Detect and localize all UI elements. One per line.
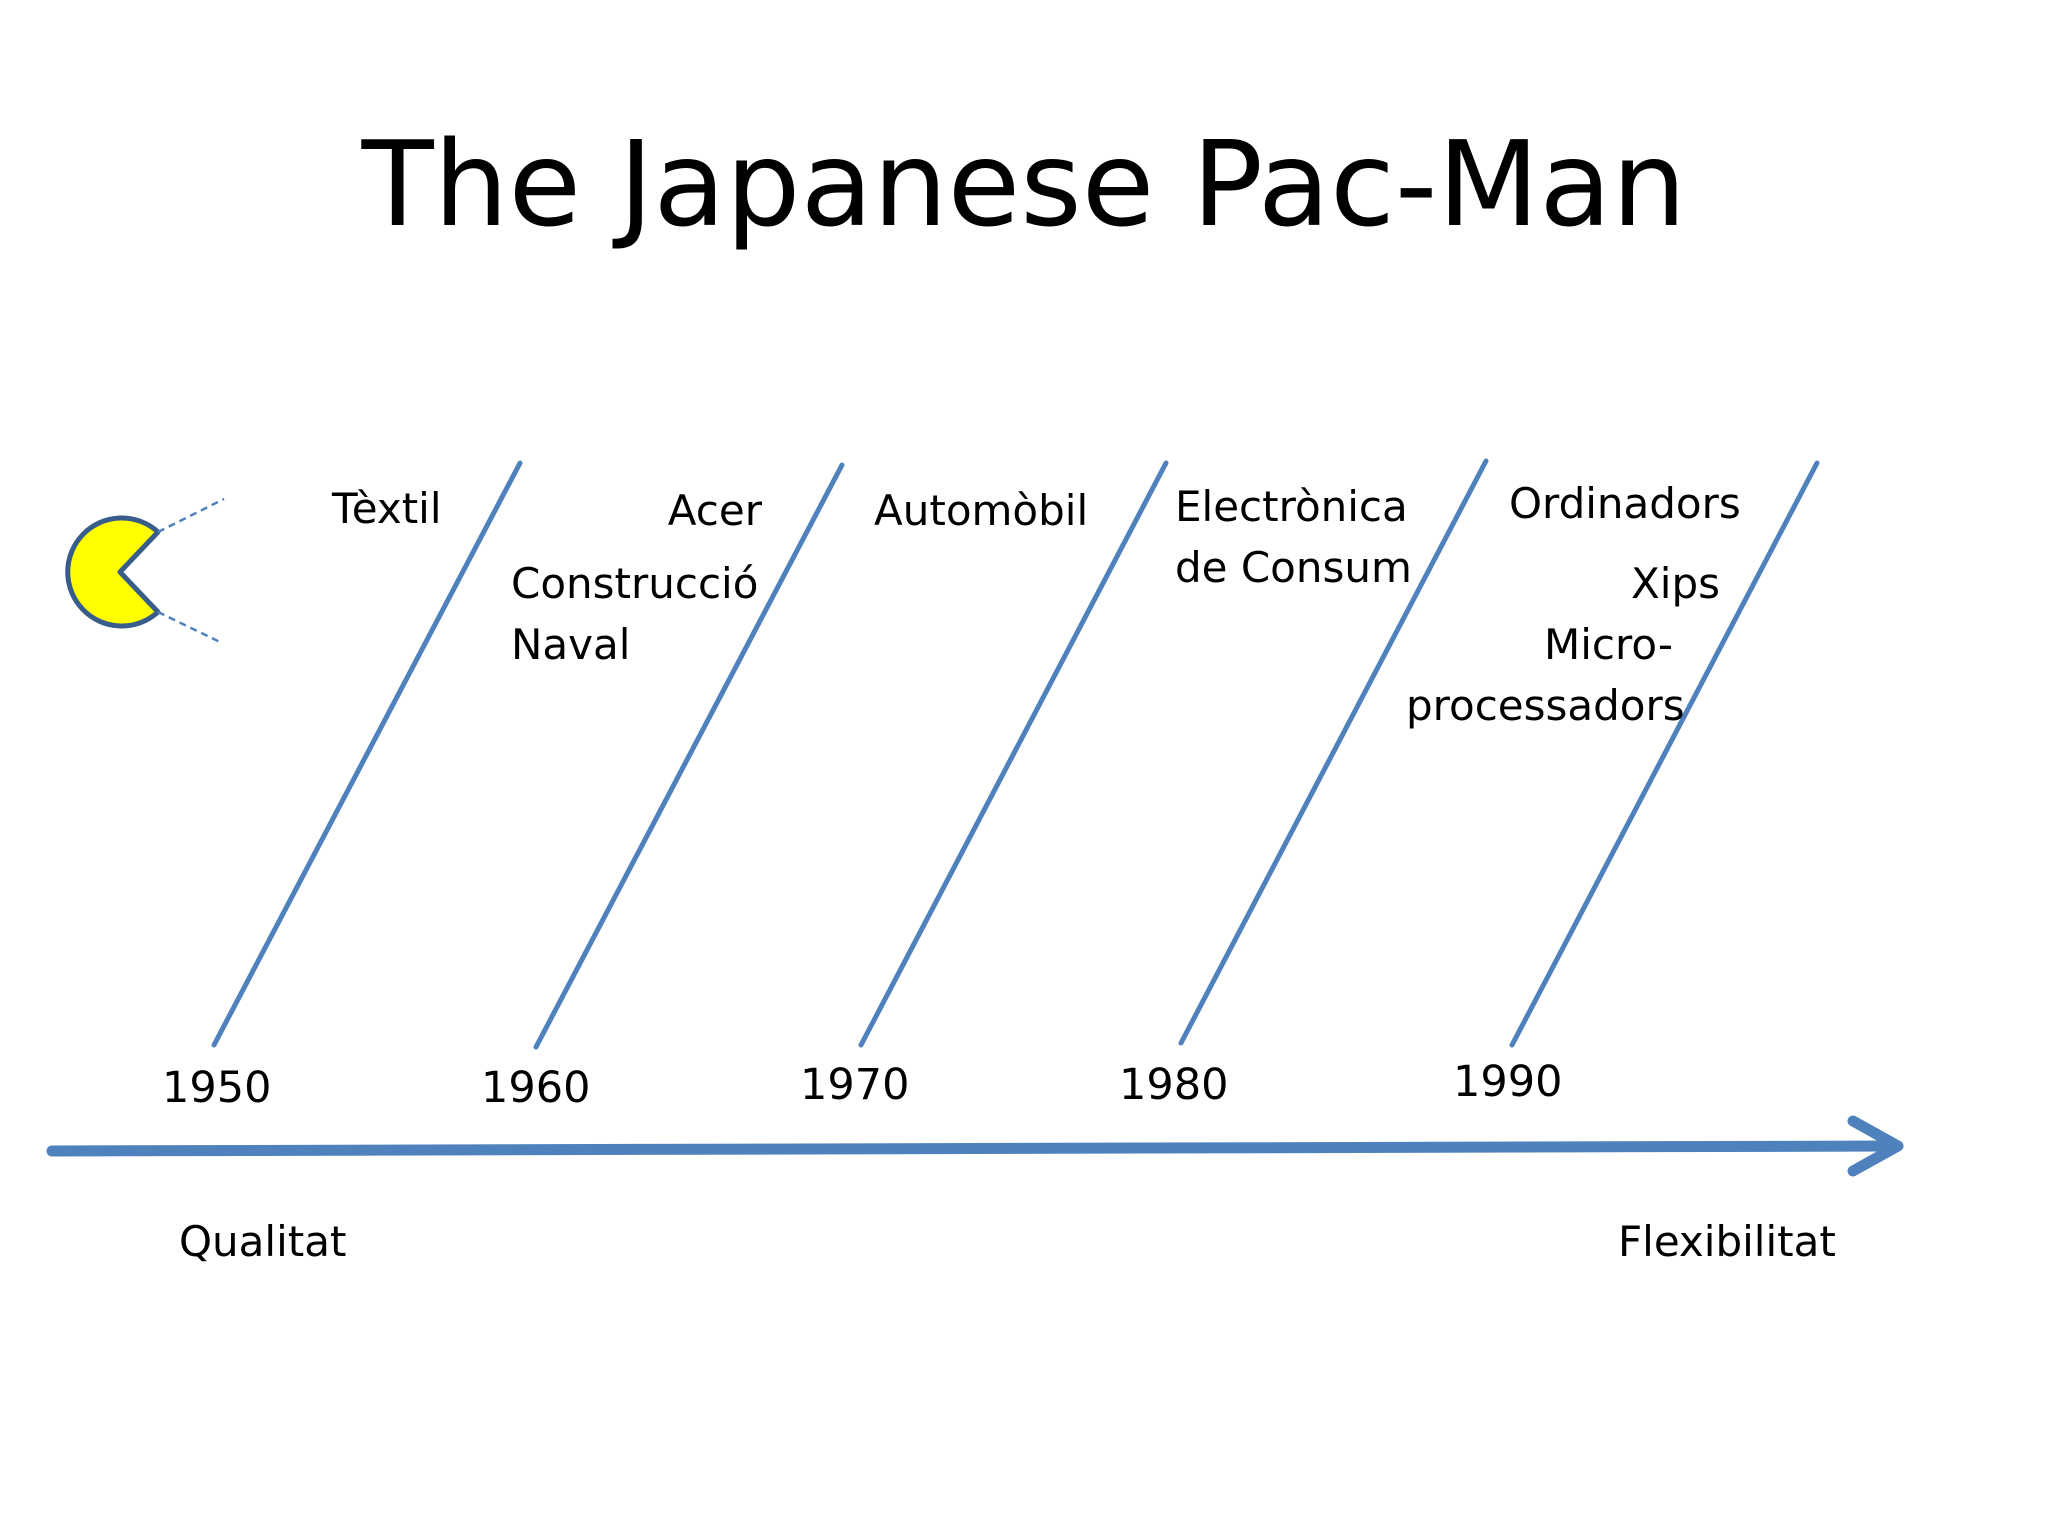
industry-xips: Xips — [1631, 559, 1720, 608]
industry-micro: Micro- — [1544, 620, 1673, 669]
industry-processadors: processadors — [1406, 681, 1685, 730]
axis-start-label: Qualitat — [179, 1217, 347, 1266]
year-label-1970: 1970 — [800, 1060, 910, 1110]
industry-electronica: Electrònica — [1175, 482, 1408, 531]
industry-de-consum: de Consum — [1175, 543, 1412, 592]
industry-automobil: Automòbil — [874, 486, 1089, 535]
industry-naval: Naval — [511, 620, 631, 669]
era-line-1980 — [1178, 458, 1489, 1046]
era-line-1960 — [533, 462, 845, 1050]
industry-textil: Tèxtil — [332, 484, 442, 533]
axis-end-label: Flexibilitat — [1618, 1217, 1836, 1266]
year-label-1990: 1990 — [1453, 1057, 1563, 1107]
pacman-icon — [65, 497, 225, 645]
era-line-1950 — [211, 460, 523, 1048]
industry-ordinadors: Ordinadors — [1509, 479, 1741, 528]
era-line-1970 — [858, 460, 1169, 1048]
era-line-1990 — [1509, 460, 1820, 1048]
industry-construccio: Construcció — [511, 559, 759, 608]
era-separator-lines — [211, 458, 1820, 1050]
industry-acer: Acer — [667, 486, 762, 535]
slide-title: The Japanese Pac-Man — [361, 115, 1687, 253]
year-label-1980: 1980 — [1119, 1060, 1229, 1110]
time-axis-arrow — [46, 1115, 1904, 1177]
year-label-1950: 1950 — [162, 1063, 272, 1113]
year-label-1960: 1960 — [481, 1063, 591, 1113]
